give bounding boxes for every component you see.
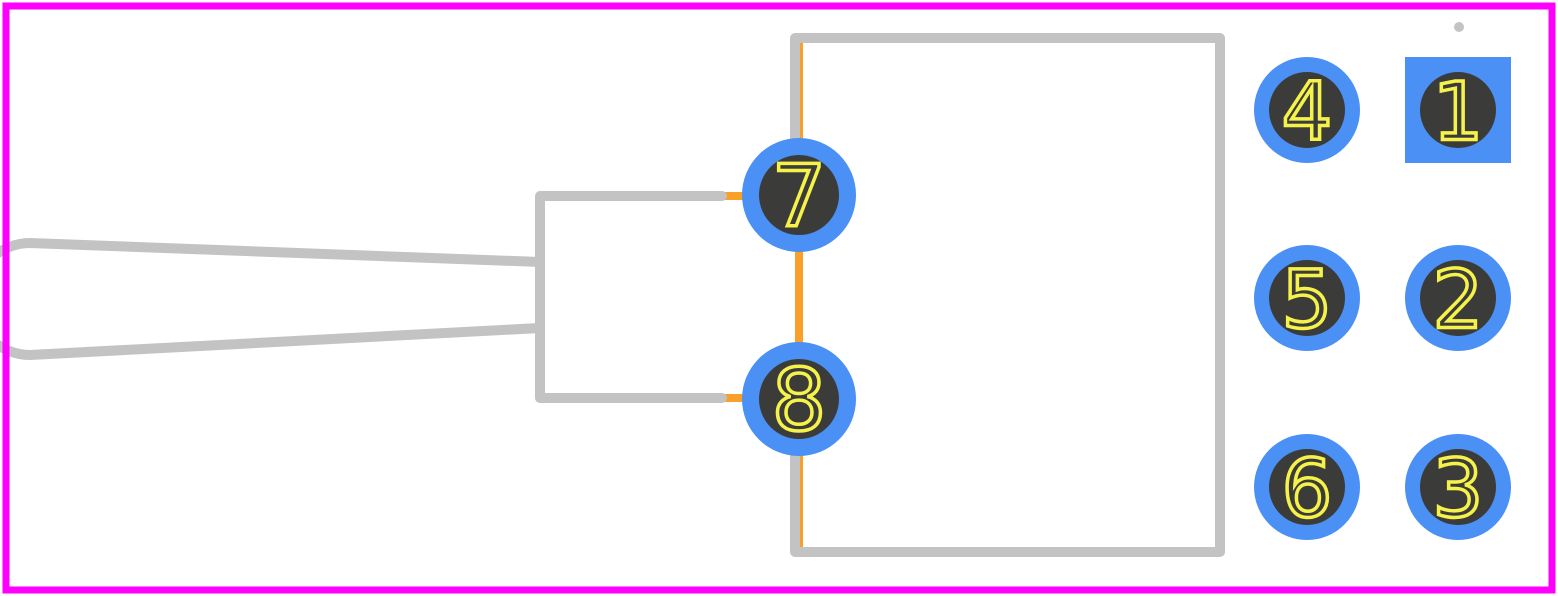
pad-1-hole [1420,72,1496,148]
pad-1-label: 1 [1433,66,1484,159]
pad-4[interactable]: 4 [1254,57,1360,163]
lever-arm-taper [0,238,545,360]
pad-2-label: 2 [1433,254,1484,347]
pin-1-dot [1454,22,1464,32]
pad-7[interactable]: 7 [742,138,856,252]
pad-1[interactable]: 1 [1405,57,1511,163]
pad-4-label: 4 [1282,66,1333,159]
lever-box-outline [535,191,727,403]
pad-5-label: 5 [1282,254,1333,347]
component-body-outline [790,33,1225,557]
pad-3[interactable]: 3 [1405,434,1511,540]
pad-2[interactable]: 2 [1405,245,1511,351]
pad-6[interactable]: 6 [1254,434,1360,540]
pad-2-hole [1420,260,1496,336]
pad-4-hole [1269,72,1345,148]
pad-8-label: 8 [772,351,827,451]
pad-7-hole [759,155,839,235]
pad-3-hole [1420,449,1496,525]
pad-8-hole [759,359,839,439]
pad-5[interactable]: 5 [1254,245,1360,351]
pad-8[interactable]: 8 [742,342,856,456]
pad-5-hole [1269,260,1345,336]
pad-6-label: 6 [1282,443,1333,536]
pad-3-label: 3 [1433,443,1484,536]
pad-6-hole [1269,449,1345,525]
pad-7-label: 7 [772,147,827,247]
